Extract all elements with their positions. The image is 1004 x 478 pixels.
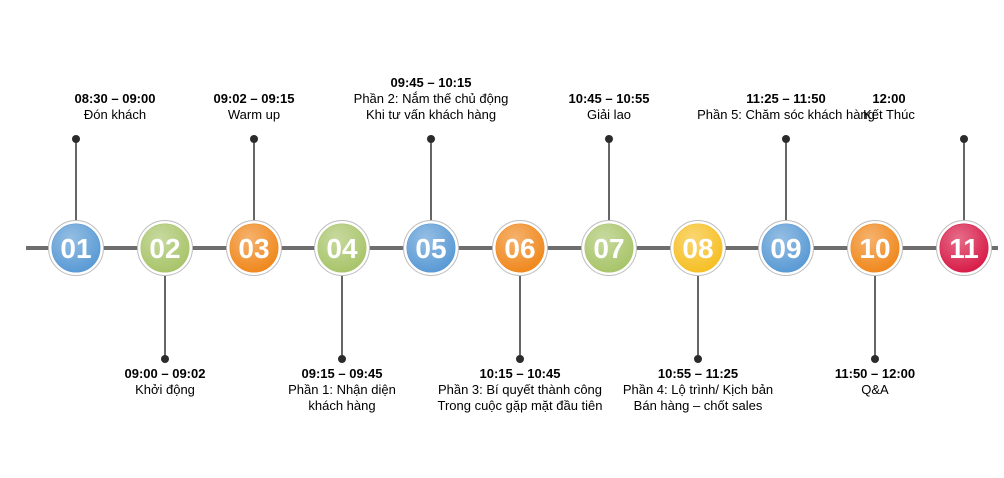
step-number: 05 <box>415 233 446 264</box>
step-description: Phần 3: Bí quyết thành công Trong cuộc g… <box>437 382 603 413</box>
step-number: 02 <box>149 233 180 264</box>
step-time: 11:50 – 12:00 <box>834 366 916 381</box>
step-circle-outline <box>670 220 726 276</box>
step-circle-shine <box>940 224 988 272</box>
step-circle-outline <box>48 220 104 276</box>
step-circle-shine <box>230 224 278 272</box>
step-circle-shine <box>496 224 544 272</box>
connector-dot <box>782 135 790 143</box>
step-circle-shine <box>762 224 810 272</box>
connector-dot <box>694 355 702 363</box>
connector-dot <box>338 355 346 363</box>
step-number: 03 <box>238 233 269 264</box>
step-circle-shine <box>318 224 366 272</box>
step-description: Giải lao <box>586 107 632 122</box>
step-time: 10:15 – 10:45 <box>479 366 561 381</box>
connector-dot <box>72 135 80 143</box>
step-number: 06 <box>504 233 535 264</box>
step-description: Warm up <box>227 107 281 122</box>
step-time: 11:25 – 11:50 <box>746 91 826 106</box>
step-description: Phần 4: Lộ trình/ Kịch bản Bán hàng – ch… <box>622 382 774 413</box>
step-circle-outline <box>137 220 193 276</box>
step-time: 09:00 – 09:02 <box>124 366 206 381</box>
step-circle-outline <box>847 220 903 276</box>
step-circle-outline <box>581 220 637 276</box>
step-description: Đón khách <box>83 107 147 122</box>
step-number: 11 <box>949 233 979 264</box>
step-circle-outline <box>314 220 370 276</box>
step-number: 09 <box>770 233 801 264</box>
step-description: Phần 1: Nhận diện khách hàng <box>288 382 396 413</box>
step-number: 04 <box>326 233 358 264</box>
step-description: Khởi động <box>135 382 195 397</box>
connector-dot <box>161 355 169 363</box>
step-time: 12:00 <box>872 91 906 106</box>
connector-dot <box>427 135 435 143</box>
connector-dot <box>960 135 968 143</box>
connector-dot <box>250 135 258 143</box>
step-circle-outline <box>492 220 548 276</box>
step-description: Phần 5: Chăm sóc khách hàng <box>697 107 875 122</box>
step-circle-shine <box>141 224 189 272</box>
step-time: 10:45 – 10:55 <box>568 91 650 106</box>
step-description: Q&A <box>861 382 889 397</box>
step-circle-shine <box>52 224 100 272</box>
step-time: 10:55 – 11:25 <box>657 366 739 381</box>
step-time: 09:15 – 09:45 <box>301 366 383 381</box>
step-description: Phần 2: Nắm thế chủ động Khi tư vấn khác… <box>353 91 509 122</box>
step-circle-outline <box>758 220 814 276</box>
step-circle-shine <box>407 224 455 272</box>
step-circle-outline <box>403 220 459 276</box>
step-number: 10 <box>859 233 890 264</box>
step-circle-shine <box>674 224 722 272</box>
step-time: 09:45 – 10:15 <box>390 75 472 90</box>
step-number: 07 <box>593 233 624 264</box>
connector-dot <box>516 355 524 363</box>
step-description: Kết Thúc <box>863 107 915 122</box>
step-time: 09:02 – 09:15 <box>213 91 295 106</box>
connector-dot <box>871 355 879 363</box>
connector-dot <box>605 135 613 143</box>
step-circle-shine <box>851 224 899 272</box>
step-circle-outline <box>226 220 282 276</box>
step-number: 01 <box>60 233 91 264</box>
step-circle-outline <box>936 220 992 276</box>
step-circle-shine <box>585 224 633 272</box>
step-time: 08:30 – 09:00 <box>74 91 156 106</box>
step-number: 08 <box>682 233 713 264</box>
